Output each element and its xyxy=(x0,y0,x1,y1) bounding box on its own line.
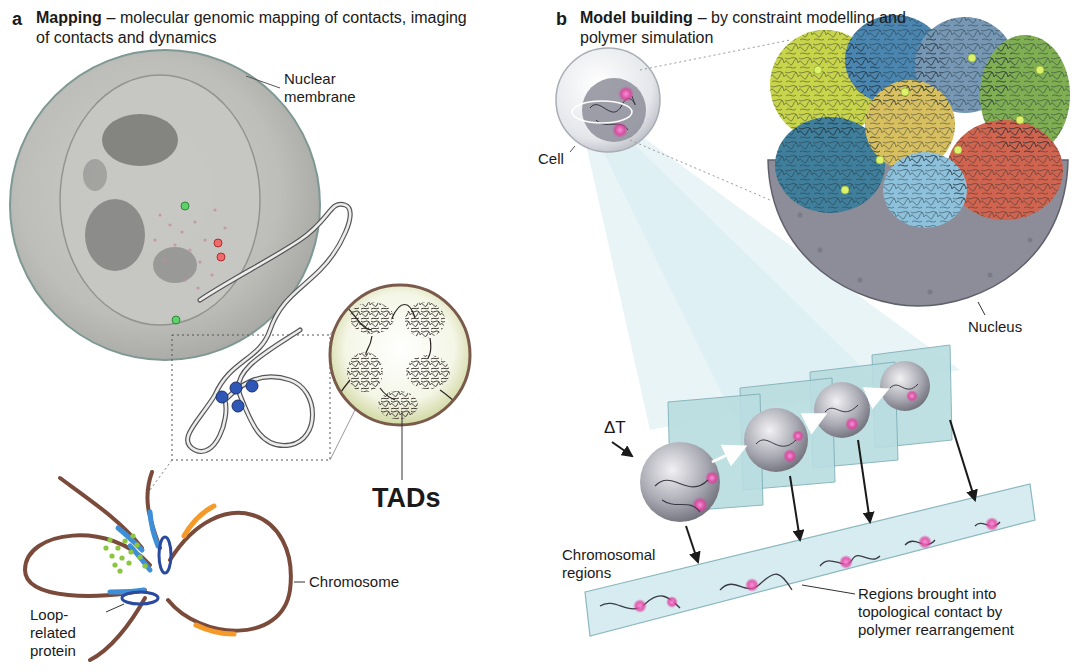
label-holder: Regions brought into topological contact… xyxy=(858,585,1058,639)
panel-heading: Model building xyxy=(580,9,693,26)
panel-letter: b xyxy=(556,8,567,30)
part-label: Cell xyxy=(538,150,564,168)
part-label: TADs xyxy=(372,482,441,514)
panel-header: Mapping– molecular genomic mapping of co… xyxy=(36,8,476,48)
label-holder: Chromosome xyxy=(309,573,399,591)
panel-letter: a xyxy=(12,8,22,30)
label-holder: Loop-related protein xyxy=(30,606,106,660)
part-label: Chromosomal regions xyxy=(562,546,672,582)
label-holder: TADs xyxy=(372,482,441,514)
label-holder: Nucleus xyxy=(968,318,1022,336)
label-holder: Nuclear membrane xyxy=(284,70,374,106)
part-label: Loop-related protein xyxy=(30,606,106,660)
note-label: Regions brought into topological contact… xyxy=(858,585,1058,639)
symbol-label: ΔT xyxy=(604,418,626,438)
panel-heading: Mapping xyxy=(36,9,102,26)
label-holder: ΔT xyxy=(604,418,626,438)
panel-header-text: Mapping– molecular genomic mapping of co… xyxy=(36,8,476,48)
part-label: Chromosome xyxy=(309,573,399,591)
label-holder: b xyxy=(556,8,567,30)
label-holder: a xyxy=(12,8,22,30)
part-label: Nucleus xyxy=(968,318,1022,336)
part-label: Nuclear membrane xyxy=(284,70,374,106)
label-holder: Cell xyxy=(538,150,564,168)
label-holder: Chromosomal regions xyxy=(562,546,672,582)
panel-header: Model building– by constraint modelling … xyxy=(580,8,960,48)
panel-header-text: Model building– by constraint modelling … xyxy=(580,8,960,48)
